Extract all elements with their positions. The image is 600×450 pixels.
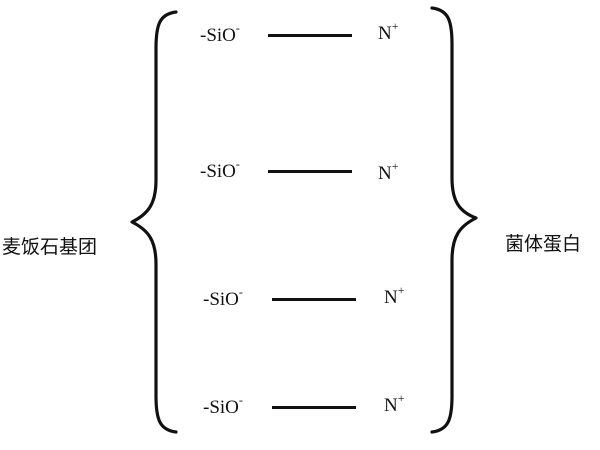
silicate-group: -SiO- xyxy=(200,157,240,184)
silicate-charge: - xyxy=(235,157,240,171)
ionic-bond-line xyxy=(272,298,356,301)
ammonium-group: N+ xyxy=(378,19,399,46)
silicate-group: -SiO- xyxy=(203,285,243,312)
silicate-formula: -SiO xyxy=(200,25,236,46)
left-label-maifanshi-group: 麦饭石基团 xyxy=(2,236,98,258)
ammonium-group: N+ xyxy=(384,283,405,310)
silicate-charge: - xyxy=(238,393,243,407)
silicate-charge: - xyxy=(235,21,240,35)
bond-row: -SiO- N+ xyxy=(0,391,600,424)
ammonium-charge: + xyxy=(397,283,405,297)
ammonium-group: N+ xyxy=(378,159,399,186)
ammonium-formula: N xyxy=(378,163,392,184)
right-label-bacterial-protein: 菌体蛋白 xyxy=(505,233,582,255)
ionic-bond-line xyxy=(272,406,356,409)
bond-row: -SiO- N+ xyxy=(0,19,600,52)
silicate-formula: -SiO xyxy=(203,289,239,310)
ammonium-group: N+ xyxy=(384,391,405,418)
ionic-bond-line xyxy=(268,170,352,173)
silicate-formula: -SiO xyxy=(200,161,236,182)
ammonium-formula: N xyxy=(384,287,398,308)
silicate-group: -SiO- xyxy=(200,21,240,48)
ammonium-charge: + xyxy=(397,391,405,405)
ammonium-charge: + xyxy=(391,159,399,173)
ammonium-formula: N xyxy=(378,23,392,44)
ionic-bond-line xyxy=(268,34,352,37)
silicate-group: -SiO- xyxy=(203,393,243,420)
silicate-formula: -SiO xyxy=(203,397,239,418)
bond-row: -SiO- N+ xyxy=(0,283,600,316)
bond-row: -SiO- N+ xyxy=(0,158,600,188)
ammonium-charge: + xyxy=(391,19,399,33)
ammonium-formula: N xyxy=(384,395,398,416)
right-brace xyxy=(430,6,478,434)
silicate-charge: - xyxy=(238,285,243,299)
left-brace xyxy=(130,10,178,434)
